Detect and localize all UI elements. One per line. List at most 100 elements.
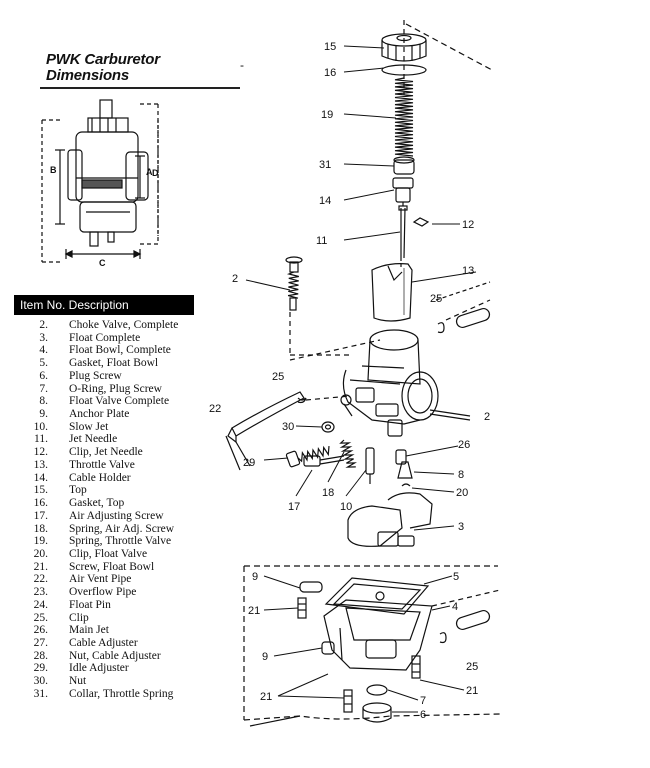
- diagram-title: PWK Carburetor Dimensions: [46, 52, 160, 84]
- part-description: Cable Holder: [69, 471, 131, 484]
- stray-mark: -: [240, 58, 244, 72]
- part-description: Gasket, Top: [69, 497, 125, 510]
- part-description: Float Pin: [69, 598, 111, 611]
- title-line-1: PWK Carburetor: [46, 51, 160, 68]
- callout-18: 18: [322, 487, 334, 499]
- parts-table-header: Item No. Description: [14, 295, 194, 315]
- callout-9-bottom: 9: [262, 651, 268, 663]
- part-number: 30.: [33, 675, 48, 688]
- part-number: 7.: [39, 382, 48, 395]
- title-underline: [40, 87, 240, 89]
- dimensions-drawing: [41, 99, 160, 263]
- part-number: 5.: [39, 357, 48, 370]
- callout-14: 14: [319, 195, 331, 207]
- callout-numbers: 15 16 19 31 14 12 11 2 13 25 25 22 30 26…: [209, 41, 490, 721]
- part-number: 8.: [39, 395, 48, 408]
- dim-label-a: A: [146, 167, 153, 177]
- part-number: 27.: [33, 637, 48, 649]
- part-number: 11.: [34, 433, 48, 446]
- callout-16: 16: [324, 67, 336, 79]
- part-description: Float Valve Complete: [69, 395, 170, 408]
- callout-7: 7: [420, 695, 426, 707]
- part-number: 13.: [33, 458, 48, 471]
- part-description: Clip, Float Valve: [69, 547, 148, 560]
- part-description: Plug Screw: [69, 369, 122, 382]
- part-description: Anchor Plate: [69, 408, 130, 421]
- part-number: 4.: [39, 344, 48, 357]
- part-number: 29.: [33, 662, 48, 675]
- part-number: 12.: [33, 446, 48, 459]
- callout-19: 19: [321, 109, 333, 121]
- part-number: 18.: [33, 522, 48, 535]
- part-description: O-Ring, Plug Screw: [69, 382, 162, 395]
- part-description: Spring, Throttle Valve: [69, 535, 172, 548]
- callout-25-left: 25: [272, 371, 284, 383]
- part-description: Choke Valve, Complete: [69, 319, 179, 331]
- callout-20: 20: [456, 487, 468, 499]
- part-description: Cable Adjuster: [69, 637, 138, 649]
- callout-12: 12: [462, 219, 474, 231]
- title-line-2: Dimensions: [46, 67, 130, 84]
- part-description: Gasket, Float Bowl: [69, 357, 159, 370]
- part-description: Air Vent Pipe: [69, 573, 132, 586]
- part-description: Float Complete: [69, 331, 141, 344]
- callout-17: 17: [288, 501, 300, 513]
- part-description: Air Adjusting Screw: [69, 509, 164, 522]
- part-number: 23.: [33, 586, 48, 599]
- part-number: 6.: [39, 369, 48, 382]
- callout-9-top: 9: [252, 571, 258, 583]
- part-description: Overflow Pipe: [69, 586, 137, 599]
- callout-4: 4: [452, 601, 458, 613]
- part-number: 24.: [33, 598, 48, 611]
- part-description: Nut, Cable Adjuster: [69, 649, 161, 662]
- part-number: 15.: [33, 484, 48, 497]
- part-description: Slow Jet: [69, 420, 109, 433]
- float-drawing: [347, 492, 433, 547]
- callout-6: 6: [420, 709, 426, 721]
- part-number: 10.: [33, 420, 48, 433]
- callout-2: 2: [232, 273, 238, 285]
- part-number: 16.: [33, 497, 48, 510]
- part-number: 26.: [33, 624, 48, 637]
- part-description: Top: [69, 484, 87, 497]
- callout-5: 5: [453, 571, 459, 583]
- part-description: Collar, Throttle Spring: [69, 687, 174, 700]
- callout-22: 22: [209, 403, 221, 415]
- part-description: Clip: [69, 611, 89, 624]
- callout-21-top: 21: [248, 605, 260, 617]
- carburetor-body-drawing: [289, 281, 491, 437]
- part-description: Spring, Air Adj. Screw: [69, 522, 175, 535]
- part-description: Nut: [69, 675, 87, 688]
- dim-label-b: B: [50, 165, 57, 175]
- choke-valve-drawing: [285, 256, 350, 356]
- part-number: 28.: [33, 649, 48, 662]
- part-description: Jet Needle: [69, 433, 118, 446]
- part-number: 3.: [39, 331, 48, 344]
- part-number: 2.: [39, 319, 48, 331]
- part-description: Clip, Jet Needle: [69, 446, 143, 459]
- callout-2-edge: 2: [484, 411, 490, 423]
- callout-13: 13: [462, 265, 474, 277]
- callout-3: 3: [458, 521, 464, 533]
- part-description: Throttle Valve: [69, 458, 135, 471]
- left-side-parts: [225, 391, 413, 487]
- dimension-letters: B A D C: [50, 165, 159, 268]
- callout-10: 10: [340, 501, 352, 513]
- part-description: Float Bowl, Complete: [69, 344, 171, 357]
- part-description: Main Jet: [69, 624, 109, 637]
- part-number: 31.: [33, 687, 48, 700]
- dim-label-c: C: [99, 258, 106, 268]
- top-assembly: [381, 20, 493, 268]
- part-description: Idle Adjuster: [69, 662, 129, 675]
- part-number: 20.: [33, 547, 48, 560]
- throttle-valve-drawing: [371, 263, 413, 322]
- callout-25-bottom: 25: [466, 661, 478, 673]
- part-number: 17.: [33, 509, 48, 522]
- float-bowl-drawing: [243, 565, 501, 727]
- part-number: 22.: [33, 573, 48, 586]
- part-number: 25.: [33, 611, 48, 624]
- callout-26: 26: [458, 439, 470, 451]
- part-number: 14.: [33, 471, 48, 484]
- callout-21-bottom: 21: [260, 691, 272, 703]
